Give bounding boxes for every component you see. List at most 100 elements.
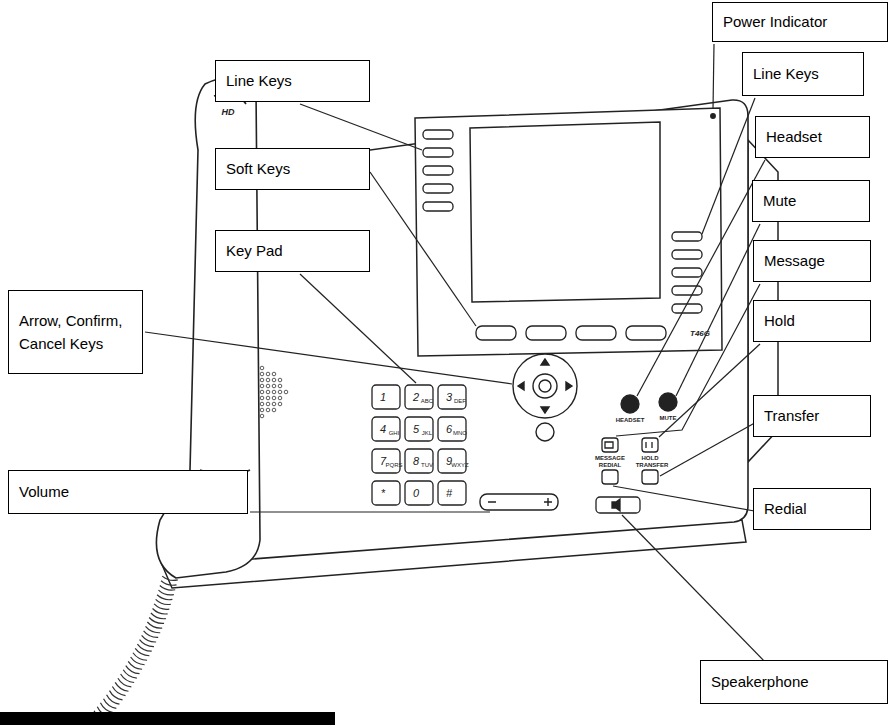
speaker-grille-part [272, 408, 276, 412]
speaker-grille-part [260, 390, 264, 394]
speaker-grille-part [278, 384, 282, 388]
printed-label: # [446, 488, 452, 499]
leader-line [659, 344, 760, 437]
printed-label: WXYZ [451, 462, 468, 468]
speaker-grille-part [278, 396, 282, 400]
coiled-cord-part [109, 691, 122, 700]
callout-box: Volume [8, 470, 248, 514]
keypad-buttons-part [438, 385, 466, 409]
keypad-buttons-part [405, 481, 433, 505]
leader-line [613, 486, 760, 512]
speaker-grille-part [278, 390, 282, 394]
coiled-cord-part [142, 635, 157, 642]
callout-box: Headset [755, 116, 870, 158]
callout-label: Mute [763, 189, 796, 212]
printed-label: HD [222, 108, 235, 117]
line-key-buttons-part [672, 250, 702, 259]
speaker-grille-part [278, 402, 282, 406]
function-buttons-part [605, 442, 652, 448]
callout-label: Line Keys [753, 62, 819, 85]
speaker-grille-part [260, 372, 264, 376]
speaker-grille-part [260, 402, 264, 406]
printed-label: TRANSFER [636, 462, 669, 468]
leader-line [616, 284, 760, 436]
callout-label: Hold [764, 309, 795, 332]
printed-label: 1 [380, 392, 386, 403]
keypad-buttons-part [372, 449, 400, 473]
speaker-grille-part [272, 390, 276, 394]
line-key-buttons-part [672, 268, 702, 277]
soft-key-buttons-part [576, 326, 616, 340]
coiled-cord-part [147, 622, 162, 628]
coiled-cord-part [121, 674, 135, 683]
display-bezel-part [415, 108, 722, 356]
speaker-grille-part [266, 384, 270, 388]
callout-label: Headset [766, 125, 822, 148]
printed-label: 2 [413, 392, 419, 403]
speaker-grille-part [272, 402, 276, 406]
line-key-buttons-part [423, 184, 453, 193]
printed-label: GHI [389, 430, 400, 436]
coiled-cord-part [151, 613, 166, 619]
display-bezel [415, 108, 722, 356]
callout-label: Transfer [764, 404, 819, 427]
printed-label: 0 [413, 488, 419, 499]
callout-box: Hold [753, 300, 871, 342]
coiled-cord-part [112, 686, 125, 695]
function-buttons-part [621, 395, 639, 413]
display-bezel-part [711, 114, 715, 118]
line-key-buttons-part [672, 304, 702, 313]
navigation-cluster-part [513, 354, 577, 418]
function-buttons-part [602, 470, 618, 484]
keypad-buttons [372, 385, 466, 505]
coiled-cord-part [144, 631, 159, 638]
printed-label: ABC [421, 398, 433, 404]
navigation-cluster-part [518, 359, 572, 413]
callout-label: Key Pad [226, 239, 283, 262]
volume-bar-part [488, 498, 552, 506]
printed-label: MESSAGE [595, 455, 625, 461]
coiled-cord-part [146, 626, 161, 632]
coiled-cord-part [100, 703, 113, 713]
keypad-buttons-part [438, 481, 466, 505]
callout-box: Arrow, Confirm, Cancel Keys [8, 290, 143, 374]
callout-label: Speakerphone [711, 670, 809, 693]
printed-label: REDIAL [599, 462, 621, 468]
navigation-cluster-part [533, 374, 557, 398]
soft-key-buttons-part [626, 326, 666, 340]
coiled-cord-part [118, 678, 131, 687]
callout-label: Volume [19, 480, 69, 503]
leader-line [713, 44, 714, 109]
printed-label: MUTE [660, 415, 677, 421]
coiled-cord-part [160, 585, 175, 590]
printed-label: T46G [690, 330, 710, 338]
speaker-grille-part [272, 372, 276, 376]
volume-bar-part [480, 494, 558, 510]
speaker-grille-part [266, 396, 270, 400]
coiled-cord-part [162, 576, 178, 580]
callout-box: Line Keys [742, 52, 864, 96]
speaker-grille-part [266, 402, 270, 406]
keypad-buttons-part [438, 417, 466, 441]
soft-key-buttons [476, 326, 666, 340]
line-key-buttons-part [672, 286, 702, 295]
navigation-cluster-part [536, 423, 554, 441]
line-key-buttons-part [423, 202, 453, 211]
printed-label: MNO [453, 430, 467, 436]
speaker-grille-part [284, 390, 288, 394]
coiled-cord-part [161, 581, 176, 585]
callout-box: Mute [752, 180, 870, 222]
speaker-grille-part [278, 378, 282, 382]
keypad-buttons-part [372, 417, 400, 441]
printed-label: 5 [413, 424, 419, 435]
line-key-buttons-part [423, 148, 453, 157]
coiled-cord-part [158, 590, 173, 595]
coiled-cord-part [149, 618, 164, 624]
speaker-grille-part [260, 414, 264, 418]
callout-box: Line Keys [215, 60, 370, 102]
display-bezel-part [470, 122, 660, 302]
callout-label: Line Keys [226, 69, 292, 92]
coiled-cord-part [135, 648, 149, 655]
speaker-grille-part [260, 396, 264, 400]
